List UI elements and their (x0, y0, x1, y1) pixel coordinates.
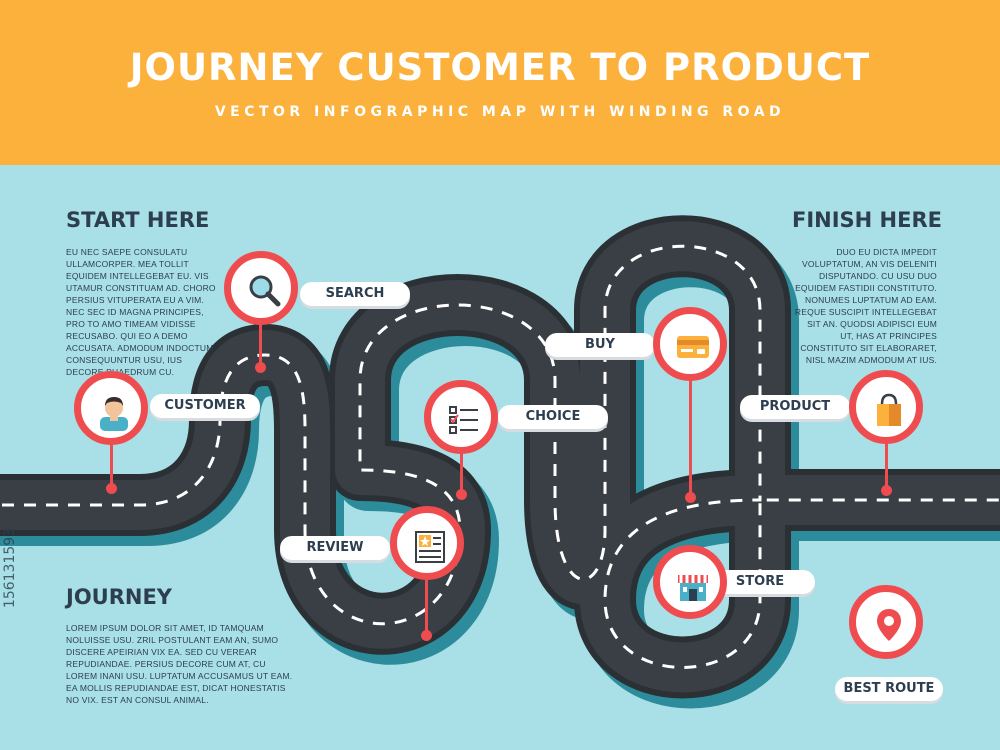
finish-text: DUO EU DICTA IMPEDIT VOLUPTATUM, AN VIS … (794, 247, 937, 365)
search-dot (255, 362, 266, 373)
product-label: PRODUCT (740, 395, 850, 419)
buy-pin (653, 307, 727, 381)
customer-label: CUSTOMER (150, 394, 260, 418)
product-pin (849, 370, 923, 444)
choice-dot (456, 489, 467, 500)
best-route-label: BEST ROUTE (835, 677, 943, 701)
finish-heading: FINISH HERE (792, 208, 942, 232)
product-stem (885, 440, 888, 488)
product-dot (881, 485, 892, 496)
store-pin (653, 545, 727, 619)
review-label: REVIEW (280, 536, 390, 560)
journey-text: LOREM IPSUM DOLOR SIT AMET, ID TAMQUAM N… (66, 623, 293, 705)
review-stem (425, 578, 428, 633)
location-pin-icon (877, 609, 901, 641)
start-text: EU NEC SAEPE CONSULATU ULLAMCORPER. MEA … (66, 247, 216, 377)
header-banner: JOURNEY CUSTOMER TO PRODUCT VECTOR INFOG… (0, 0, 1000, 165)
magnifier-icon (249, 275, 281, 307)
customer-pin (74, 371, 148, 445)
choice-stem (460, 450, 463, 492)
customer-dot (106, 483, 117, 494)
journey-heading: JOURNEY (66, 585, 173, 609)
choice-label: CHOICE (498, 405, 608, 429)
watermark-text: 156131593 (2, 527, 19, 609)
customer-stem (110, 445, 113, 485)
review-pin (390, 506, 464, 580)
search-label: SEARCH (300, 282, 410, 306)
choice-pin (424, 380, 498, 454)
search-stem (259, 323, 262, 365)
star-document-icon (415, 531, 445, 563)
review-dot (421, 630, 432, 641)
person-icon (100, 397, 128, 431)
page-subtitle: VECTOR INFOGRAPHIC MAP WITH WINDING ROAD (214, 104, 786, 120)
buy-label: BUY (545, 333, 655, 357)
checklist-icon (449, 406, 478, 434)
start-heading: START HERE (66, 208, 210, 232)
page-title: JOURNEY CUSTOMER TO PRODUCT (129, 46, 871, 89)
store-icon (678, 575, 708, 601)
buy-stem (689, 378, 692, 496)
search-pin (224, 251, 298, 325)
best-route-pin (849, 585, 923, 659)
credit-card-icon (677, 336, 709, 358)
buy-dot (685, 492, 696, 503)
shopping-bag-icon (877, 393, 901, 426)
